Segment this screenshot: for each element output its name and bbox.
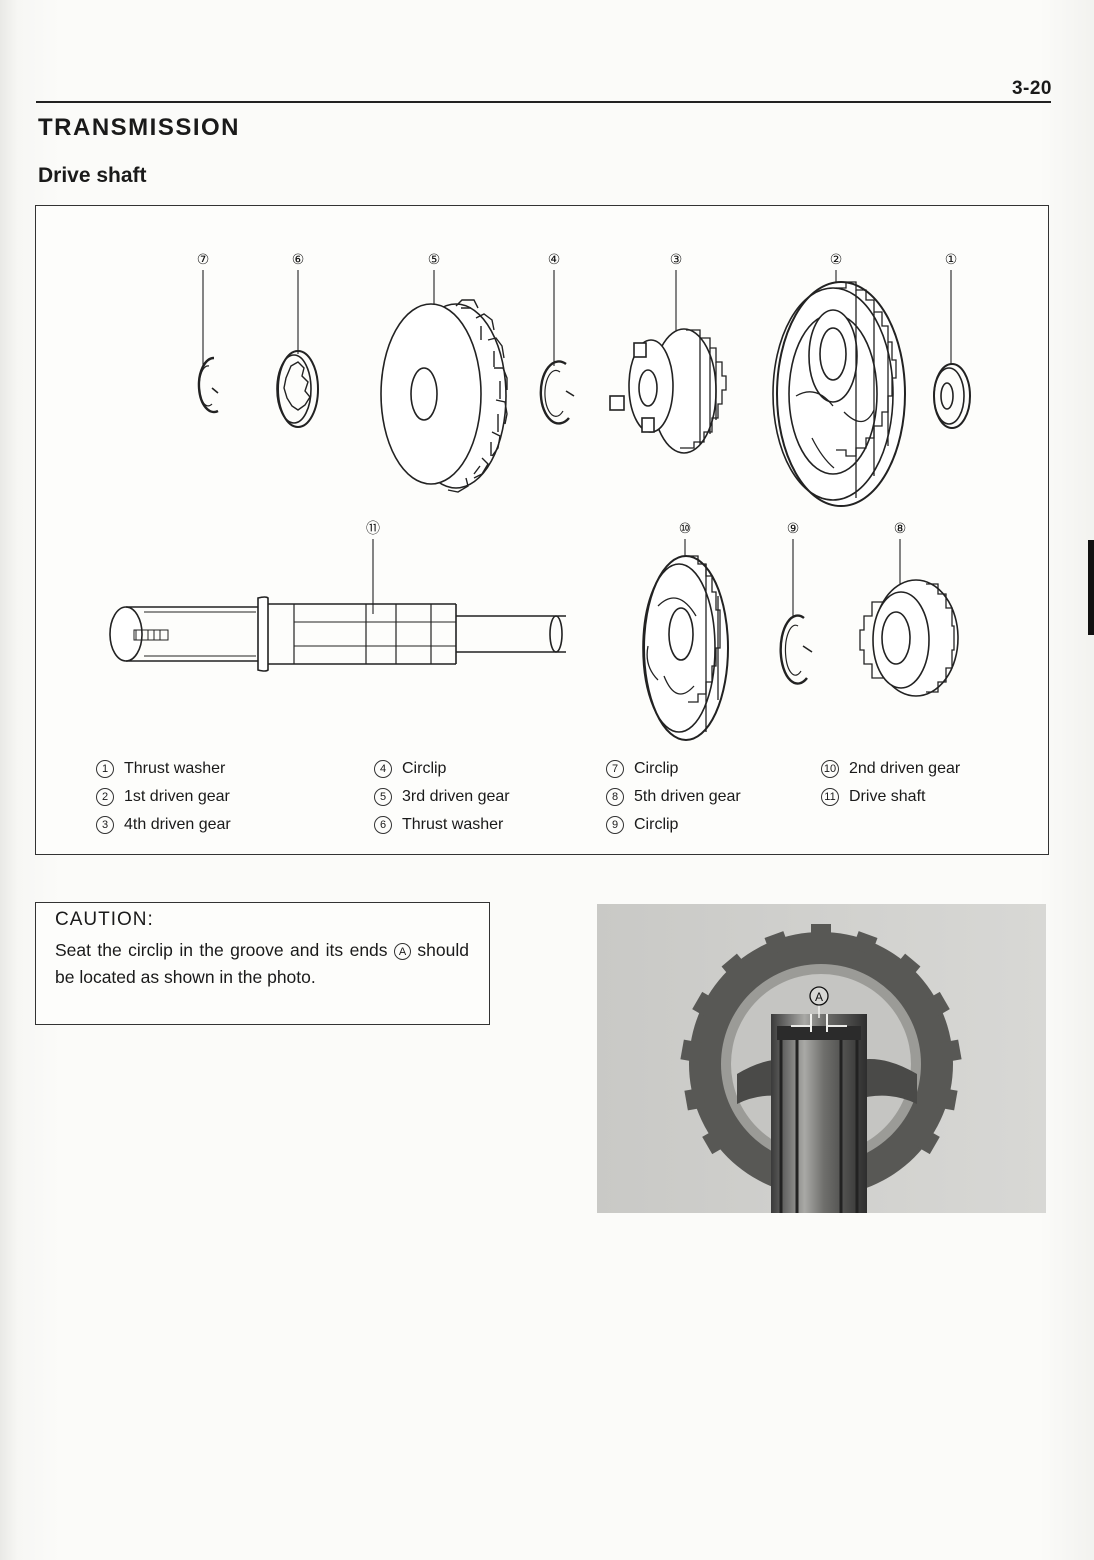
legend-column-2: 4 Circlip 5 3rd driven gear 6 Thrust washer — [374, 756, 510, 840]
legend-item-11: 11 Drive shaft — [821, 784, 960, 812]
fifth-driven-gear-8-part — [859, 579, 959, 697]
legend-item-3: 3 4th driven gear — [96, 812, 231, 840]
legend-label: 3rd driven gear — [402, 788, 510, 805]
legend-number: 1 — [96, 760, 114, 778]
legend-label: 2nd driven gear — [849, 760, 961, 777]
legend-item-7: 7 Circlip — [606, 756, 741, 784]
legend-label: Drive shaft — [849, 788, 926, 805]
legend-number: 2 — [96, 788, 114, 806]
legend-label: Thrust washer — [124, 760, 226, 777]
legend-number: 8 — [606, 788, 624, 806]
legend-item-8: 8 5th driven gear — [606, 784, 741, 812]
thrust-washer-6-part — [276, 350, 319, 428]
callout-10: ⑩ — [679, 520, 692, 536]
drive-shaft-exploded-drawing: ⑦ ⑥ ⑤ ④ ③ ② ① ⑪ ⑩ ⑨ ⑧ — [109, 251, 971, 741]
callout-7: ⑦ — [197, 251, 210, 267]
legend-number: 10 — [821, 760, 839, 778]
caution-marker: A — [393, 942, 411, 960]
circlip-7-part — [197, 356, 219, 414]
legend-number: 6 — [374, 816, 392, 834]
sub-title: Drive shaft — [38, 164, 147, 187]
callout-11: ⑪ — [366, 520, 380, 536]
callout-2: ② — [830, 251, 843, 267]
legend-item-1: 1 Thrust washer — [96, 756, 231, 784]
callout-3: ③ — [670, 251, 683, 267]
legend-item-6: 6 Thrust washer — [374, 812, 510, 840]
caution-title: CAUTION: — [55, 909, 154, 930]
legend-item-2: 2 1st driven gear — [96, 784, 231, 812]
legend-number: 7 — [606, 760, 624, 778]
drive-shaft-11-part — [109, 596, 566, 672]
photo-marker-circle — [809, 986, 829, 1006]
exploded-view-diagram: ⑦ ⑥ ⑤ ④ ③ ② ① ⑪ ⑩ ⑨ ⑧ — [35, 205, 1049, 855]
photo-marker-label: A — [815, 990, 823, 1004]
legend-label: 1st driven gear — [124, 788, 230, 805]
photo-shaft — [771, 1014, 867, 1213]
thrust-washer-1-part — [933, 363, 971, 429]
legend-number: 4 — [374, 760, 392, 778]
first-driven-gear-2-part — [772, 281, 906, 507]
legend-number: 9 — [606, 816, 624, 834]
legend-label: Circlip — [634, 816, 679, 833]
page-number: 3-20 — [1011, 78, 1052, 99]
section-title: TRANSMISSION — [38, 114, 241, 141]
legend-item-4: 4 Circlip — [374, 756, 510, 784]
legend-label: Circlip — [634, 760, 679, 777]
legend-label: Thrust washer — [402, 816, 504, 833]
legend-number: 5 — [374, 788, 392, 806]
fourth-driven-gear-3-part — [609, 328, 727, 454]
legend-number: 11 — [821, 788, 839, 806]
caution-text-before: Seat the circlip in the groove and its e… — [55, 940, 388, 960]
legend-item-10: 10 2nd driven gear — [821, 756, 960, 784]
legend-label: 4th driven gear — [124, 816, 231, 833]
legend-column-4: 10 2nd driven gear 11 Drive shaft — [821, 756, 960, 812]
legend-item-5: 5 3rd driven gear — [374, 784, 510, 812]
circlip-4-part — [539, 360, 575, 425]
callout-6: ⑥ — [292, 251, 305, 267]
callout-8: ⑧ — [894, 520, 907, 536]
legend-number: 3 — [96, 816, 114, 834]
caution-box: CAUTION: Seat the circlip in the groove … — [35, 902, 490, 1025]
legend-column-1: 1 Thrust washer 2 1st driven gear 3 4th dri… — [96, 756, 231, 840]
callout-1: ① — [945, 251, 958, 267]
legend-label: 5th driven gear — [634, 788, 741, 805]
circlip-position-photo: A — [597, 904, 1046, 1213]
circlip-9-part — [779, 614, 813, 685]
caution-text: Seat the circlip in the groove and its e… — [55, 937, 469, 991]
caution-text-after: should be located as shown in the photo. — [55, 940, 469, 987]
second-driven-gear-10-part — [642, 555, 729, 741]
third-driven-gear-5-part — [380, 299, 508, 493]
callout-5: ⑤ — [428, 251, 441, 267]
legend-item-9: 9 Circlip — [606, 812, 741, 840]
callout-4: ④ — [548, 251, 561, 267]
callout-9: ⑨ — [787, 520, 800, 536]
header-rule — [36, 101, 1051, 103]
page-edge-tab — [1088, 540, 1094, 635]
legend-label: Circlip — [402, 760, 447, 777]
